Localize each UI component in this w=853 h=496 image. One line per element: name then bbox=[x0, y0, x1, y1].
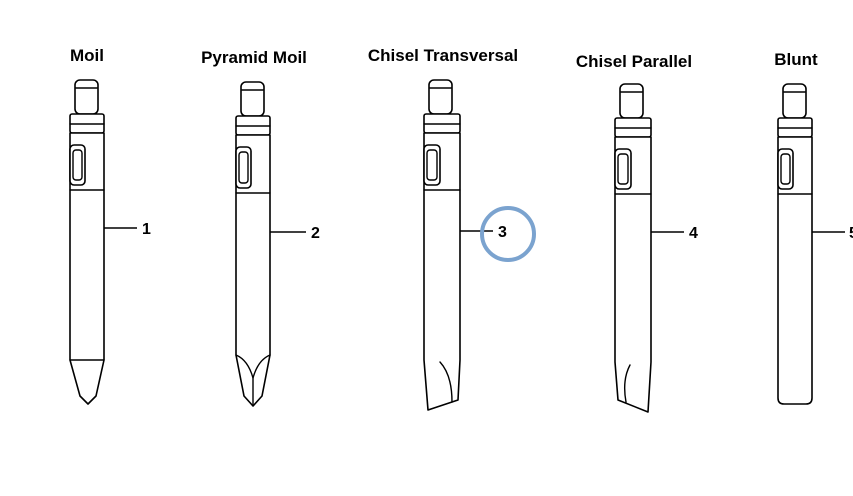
moil-cap bbox=[74, 79, 99, 115]
blunt-shaft bbox=[777, 136, 813, 405]
blunt-keyway-inner bbox=[780, 153, 791, 185]
tool-title-moil: Moil bbox=[70, 46, 104, 65]
callout-5: 5 bbox=[849, 225, 853, 242]
callout-3: 3 bbox=[498, 224, 507, 241]
chisel-parallel-keyway-inner bbox=[617, 153, 629, 185]
chisel-parallel-keyway bbox=[614, 148, 632, 190]
chisel-transversal-keyway-inner bbox=[426, 149, 438, 181]
moil-keyway-inner bbox=[72, 149, 83, 181]
chisel-transversal-shaft bbox=[423, 132, 461, 411]
blunt-keyway bbox=[777, 148, 794, 190]
callout-4: 4 bbox=[689, 225, 698, 242]
moil-shaft bbox=[69, 132, 105, 405]
chisel-parallel-shaft bbox=[614, 136, 652, 413]
moil-tool: 1 bbox=[69, 79, 151, 405]
chisel-transversal-cap bbox=[428, 79, 453, 115]
callout-2: 2 bbox=[311, 225, 320, 242]
tool-title-chisel-transversal: Chisel Transversal bbox=[367, 46, 519, 65]
highlight-circle bbox=[480, 206, 536, 262]
pyramid-moil-cap bbox=[240, 81, 265, 117]
tool-title-chisel-parallel: Chisel Parallel bbox=[575, 52, 693, 71]
chisel-transversal-bevel bbox=[439, 361, 453, 403]
chisel-parallel-tool: 4 bbox=[614, 83, 698, 413]
blunt-cap bbox=[782, 83, 807, 119]
moil-keyway bbox=[69, 144, 86, 186]
tool-title-blunt: Blunt bbox=[774, 50, 818, 69]
pyramid-moil-keyway bbox=[235, 146, 252, 189]
chisel-parallel-bevel bbox=[623, 364, 631, 403]
pyramid-moil-keyway-inner bbox=[238, 151, 249, 184]
chisel-parallel-cap bbox=[619, 83, 644, 119]
callout-1: 1 bbox=[142, 221, 151, 238]
pyramid-moil-tool: 2 bbox=[235, 81, 320, 407]
chisel-transversal-tool: 3 bbox=[423, 79, 536, 411]
blunt-tool: 5 bbox=[777, 83, 853, 405]
tool-title-pyramid-moil: Pyramid Moil bbox=[201, 48, 307, 67]
chisel-transversal-keyway bbox=[423, 144, 441, 186]
pyramid-moil-shaft bbox=[235, 134, 271, 407]
